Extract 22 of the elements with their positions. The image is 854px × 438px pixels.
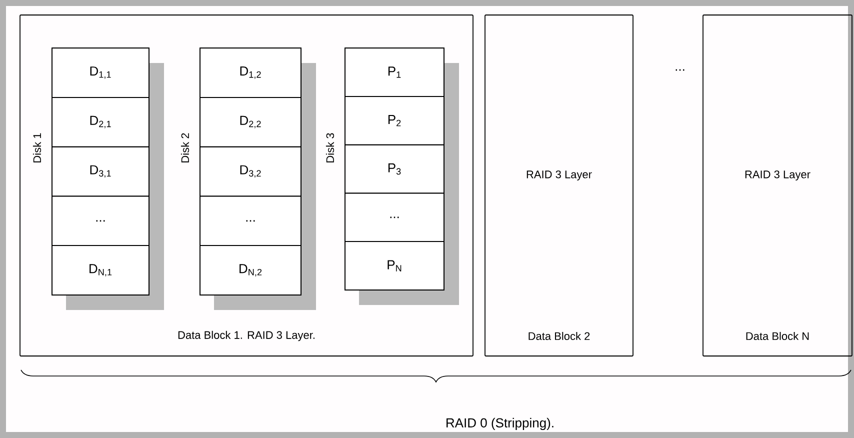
block-box: RAID 3 Layer Data Block 2 — [484, 14, 634, 356]
block-cell: D$_{N,1}$ — [52, 245, 150, 296]
disk-label: Disk 1 — [32, 133, 42, 162]
disk-label: Disk 3 — [326, 133, 334, 162]
block-cell: D$_{2,1}$ — [52, 96, 150, 148]
block-cell: D$_{3,2}$ — [200, 146, 302, 197]
disk-label: Disk 2 — [180, 133, 190, 162]
block-cell: ... — [200, 196, 302, 246]
block-cell: P$_{1}$ — [344, 48, 444, 97]
block-cell: P$_{N}$ — [344, 241, 444, 290]
ellipsis: ... — [676, 69, 684, 71]
block-cell: D$_{N,2}$ — [200, 245, 302, 296]
block-cell: D$_{2,2}$ — [200, 96, 302, 148]
block-cell: P$_{2}$ — [344, 96, 444, 146]
block-cell: ... — [344, 192, 444, 242]
block-cell: D$_{1,1}$ — [52, 48, 150, 98]
caption-label: RAID 0 (Stripping). — [446, 418, 554, 430]
block-box: RAID 3 Layer Data Block N — [702, 14, 852, 356]
block-cell: P$_{3}$ — [344, 144, 444, 194]
block-cell: ... — [52, 196, 150, 246]
block-cell: D$_{3,1}$ — [52, 146, 150, 197]
block-cell: D$_{1,2}$ — [200, 48, 302, 98]
